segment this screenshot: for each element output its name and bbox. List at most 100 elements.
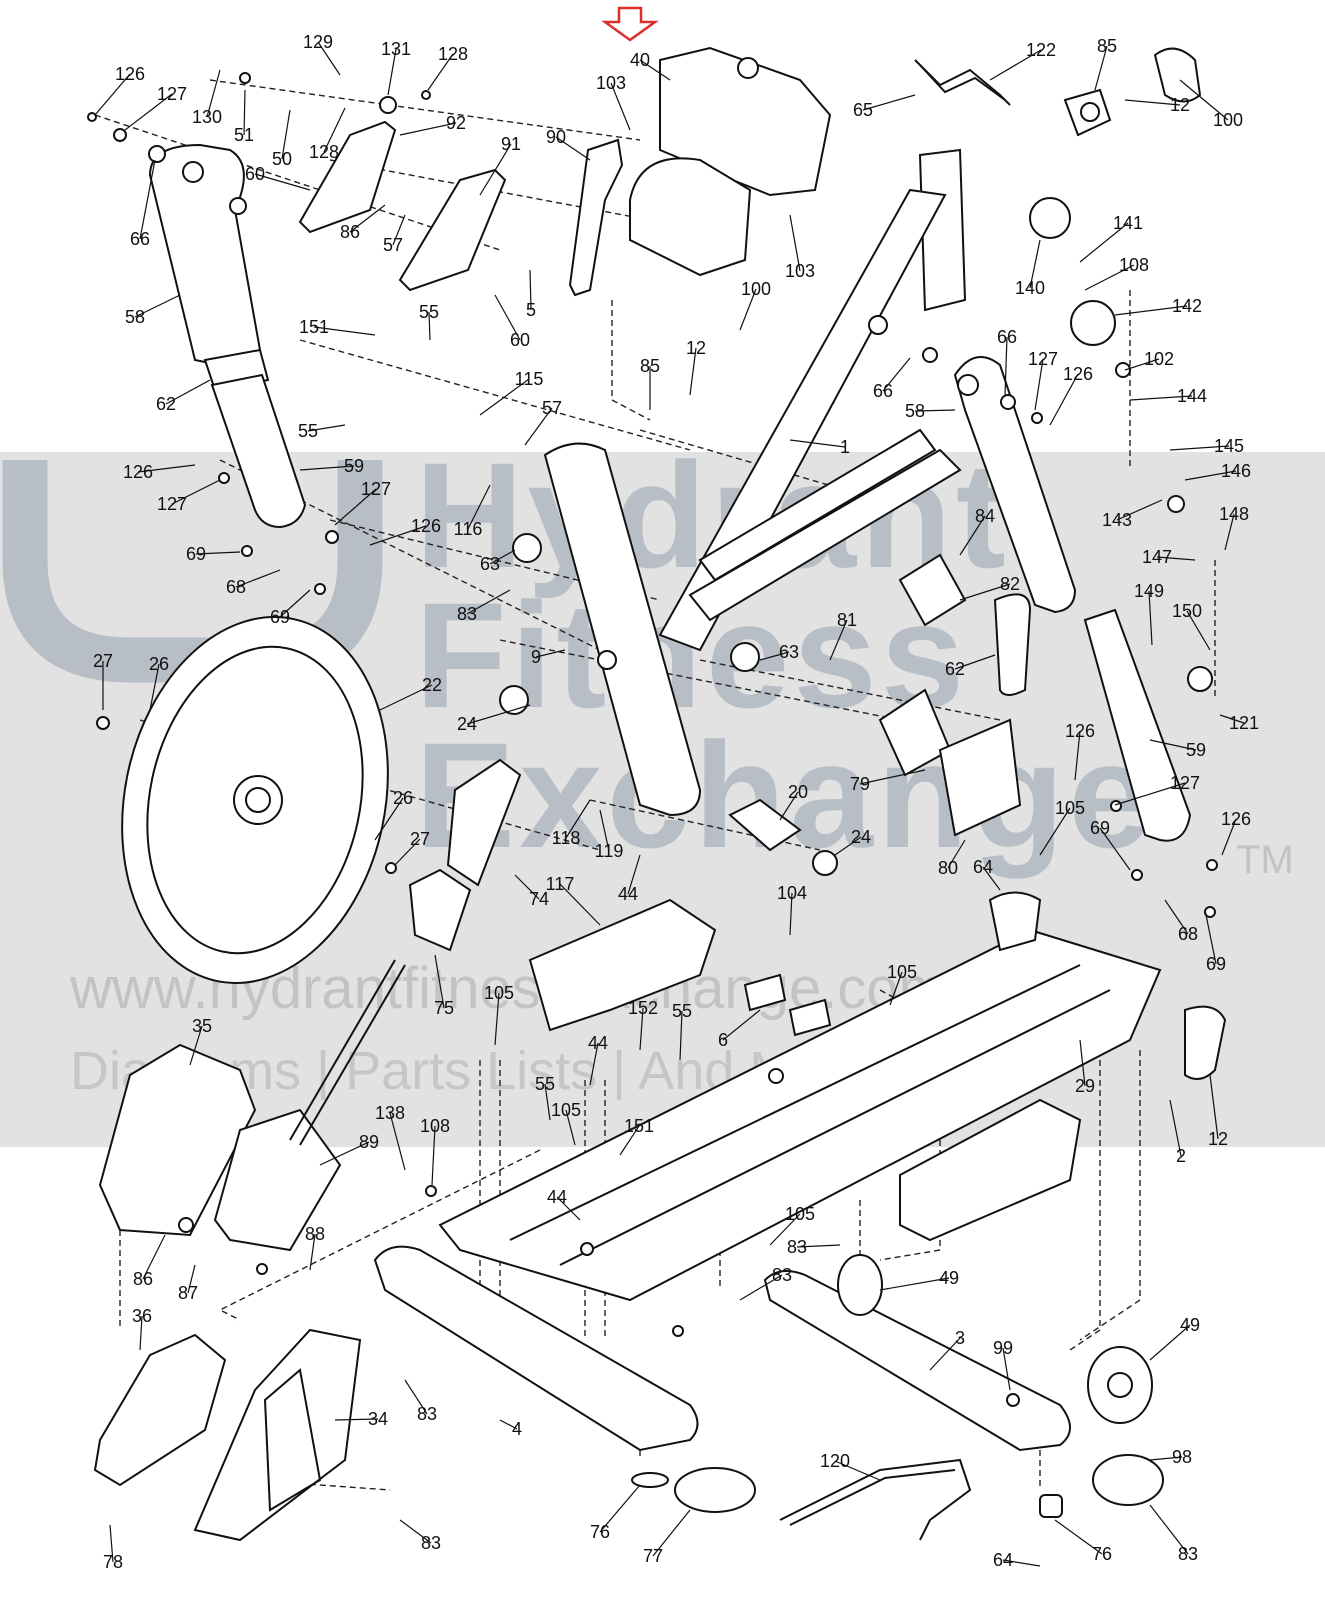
leader-line [947, 839, 966, 869]
part-cap-100-top [1153, 47, 1202, 103]
callout-label-64: 64 [973, 857, 993, 877]
callout-label-12: 12 [686, 338, 706, 358]
callout-label-27: 27 [410, 829, 430, 849]
callout-label-44: 44 [547, 1187, 567, 1207]
leader-line [307, 424, 346, 432]
callout-label-69: 69 [270, 607, 290, 627]
callout-label-126: 126 [115, 64, 145, 84]
part-magnet-74 [446, 758, 522, 887]
part-handle-92 [298, 120, 397, 234]
leader-line [254, 173, 311, 191]
callout-label-147: 147 [1142, 547, 1172, 567]
leader-line [94, 73, 131, 116]
highlight-arrow [601, 6, 659, 42]
callout-label-69: 69 [1206, 954, 1226, 974]
leader-line [1169, 445, 1230, 451]
callout-label-62: 62 [945, 659, 965, 679]
callout-label-40: 40 [630, 50, 650, 70]
callout-label-24: 24 [457, 714, 477, 734]
callout-label-66: 66 [873, 381, 893, 401]
callout-label-83: 83 [1178, 1544, 1198, 1564]
callout-label-66: 66 [997, 327, 1017, 347]
callout-label-103: 103 [596, 73, 626, 93]
callout-label-63: 63 [779, 642, 799, 662]
callout-label-105: 105 [551, 1100, 581, 1120]
leader-line [769, 1213, 801, 1246]
part-bracket-6 [743, 973, 832, 1037]
leader-line [1221, 818, 1237, 856]
leader-line [524, 407, 553, 446]
callout-label-34: 34 [368, 1409, 388, 1429]
leader-line [1156, 556, 1196, 561]
callout-label-130: 130 [192, 107, 222, 127]
callout-label-74: 74 [529, 889, 549, 909]
leader-line [317, 41, 341, 76]
callout-label-99: 99 [993, 1338, 1013, 1358]
leader-line [189, 1025, 203, 1066]
leader-line [1116, 499, 1163, 521]
callout-label-100: 100 [741, 279, 771, 299]
leader-line [139, 159, 156, 240]
callout-label-64: 64 [993, 1550, 1013, 1570]
callout-label-24: 24 [851, 827, 871, 847]
part-stabilizer-4 [373, 1245, 699, 1452]
callout-label-60: 60 [245, 164, 265, 184]
callout-label-55: 55 [298, 421, 318, 441]
leader-line [1149, 739, 1197, 751]
callout-label-69: 69 [1090, 818, 1110, 838]
leader-line [137, 464, 196, 473]
leader-line [535, 649, 566, 658]
callout-label-105: 105 [785, 1204, 815, 1224]
callout-label-85: 85 [1097, 36, 1117, 56]
leader-line [1204, 909, 1217, 965]
leader-line [610, 82, 631, 131]
leader-line [1124, 99, 1181, 106]
leader-line [929, 1337, 961, 1371]
leader-line [889, 971, 903, 1006]
leader-line [599, 809, 610, 852]
leader-line [1148, 590, 1153, 646]
leader-line [1094, 45, 1108, 91]
callout-label-83: 83 [457, 604, 477, 624]
leader-line [739, 288, 757, 331]
leader-line [489, 549, 516, 565]
leader-line [589, 1042, 599, 1086]
callout-label-49: 49 [1180, 1315, 1200, 1335]
leader-line [494, 294, 521, 341]
leader-line [1079, 222, 1129, 263]
part-upright-arm-right-59 [1083, 608, 1192, 842]
callout-label-6: 6 [718, 1030, 728, 1050]
callout-label-105: 105 [887, 962, 917, 982]
callout-label-131: 131 [381, 39, 411, 59]
callout-label-83: 83 [421, 1533, 441, 1553]
callout-label-55: 55 [419, 302, 439, 322]
leader-line [323, 107, 346, 153]
part-hardware [87, 72, 1218, 1407]
part-wire-harness-122 [914, 59, 1011, 106]
callout-label-117: 117 [546, 874, 575, 894]
callout-label-27: 27 [93, 651, 113, 671]
leader-line [479, 143, 512, 196]
callout-label-103: 103 [785, 261, 815, 281]
callout-label-69: 69 [186, 544, 206, 564]
part-cover-34 [193, 1328, 362, 1542]
callout-label-36: 36 [132, 1306, 152, 1326]
part-motor-89 [213, 1108, 342, 1252]
leader-line [789, 892, 793, 936]
callout-label-141: 141 [1113, 213, 1143, 233]
leader-line [369, 525, 427, 546]
leader-line [1079, 1039, 1086, 1087]
leader-line [759, 651, 790, 661]
leader-line [334, 1418, 379, 1421]
callout-label-12: 12 [1208, 1129, 1228, 1149]
leader-line [1129, 395, 1193, 401]
callout-label-55: 55 [672, 1001, 692, 1021]
part-leveler-77 [1039, 1494, 1063, 1518]
callout-label-59: 59 [1186, 740, 1206, 760]
leader-line [565, 799, 591, 839]
leader-line [1074, 730, 1081, 781]
part-board-82 [898, 553, 967, 627]
leader-line [859, 769, 926, 785]
callout-label-116: 116 [454, 519, 483, 539]
